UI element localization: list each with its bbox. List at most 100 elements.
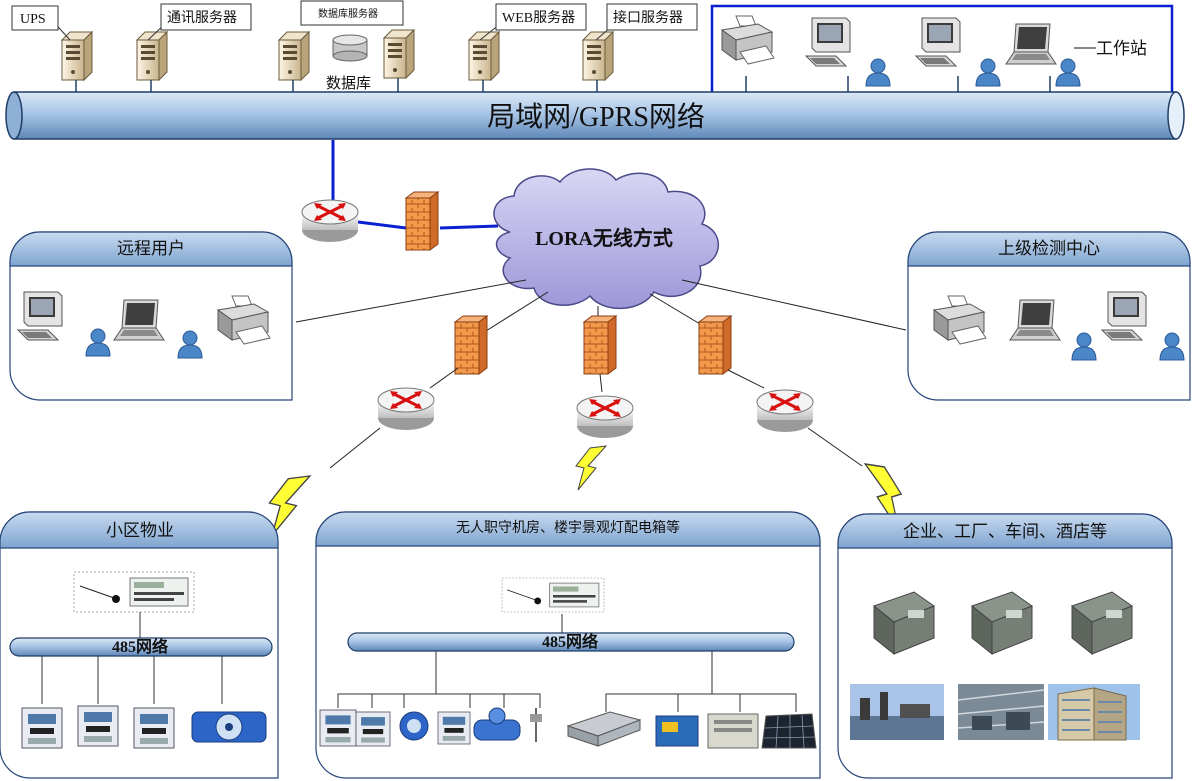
community-panel-header <box>0 511 279 549</box>
workstation-desktop-2-icon[interactable] <box>915 17 961 67</box>
workstation-group: 工作站 <box>710 4 1174 92</box>
firewall-mid-icon[interactable] <box>583 315 617 375</box>
comm-label-box <box>160 3 252 31</box>
community-water-meter-icon[interactable] <box>191 711 267 743</box>
router-right-icon[interactable] <box>755 388 815 434</box>
web-server-label: WEB服务器 <box>502 10 575 26</box>
cloud-to-remote-link <box>295 279 527 323</box>
unmanned-meter-2-icon[interactable] <box>355 711 391 747</box>
workstation-desktop-1-icon[interactable] <box>805 17 851 67</box>
firewall-left-icon[interactable] <box>454 315 488 375</box>
upper-center-panel: 上级检测中心 <box>907 231 1191 401</box>
workstation-person-1-icon <box>865 58 891 87</box>
unmanned-generator-icon[interactable] <box>655 715 699 747</box>
unmanned-gateway-icon[interactable] <box>501 577 605 613</box>
unmanned-water-meter-icon[interactable] <box>399 711 429 741</box>
backbone-pipe: 局域网/GPRS网络 <box>5 91 1185 140</box>
workstation-person-2-icon <box>975 58 1001 87</box>
db-server-right-icon[interactable] <box>383 29 415 79</box>
cloud-label: LORA无线方式 <box>535 226 673 250</box>
remote-panel-header <box>9 231 293 267</box>
unmanned-meter-3-icon[interactable] <box>437 711 471 745</box>
unmanned-panel-title: 无人职守机房、楼宇景观灯配电箱等 <box>456 519 680 536</box>
server-row: UPS 通讯服务器 数据库服务器 数据库 WEB服务器 接口服务器 <box>11 0 698 92</box>
unmanned-bus-label: 485网络 <box>542 632 598 651</box>
enterprise-panel: 企业、工厂、车间、酒店等 <box>837 513 1173 779</box>
unmanned-meter-1-icon[interactable] <box>319 709 357 747</box>
community-bus: 485网络 <box>9 637 273 657</box>
firewall-to-cloud-link <box>439 224 499 230</box>
unmanned-bus: 485网络 <box>347 632 795 652</box>
ups-label: UPS <box>20 12 46 27</box>
db-server-left-icon[interactable] <box>278 31 310 81</box>
router-to-firewall-link <box>357 220 407 230</box>
database-label: 数据库 <box>326 75 371 92</box>
workstation-printer-icon[interactable] <box>721 15 775 65</box>
enterprise-hotel-photo <box>1048 684 1140 741</box>
enterprise-panel-title: 企业、工厂、车间、酒店等 <box>903 522 1107 541</box>
web-label-box <box>495 3 587 31</box>
upper-panel-title: 上级检测中心 <box>998 239 1100 258</box>
unmanned-flowmeter-icon[interactable] <box>473 707 521 741</box>
ups-server-icon[interactable] <box>61 31 93 81</box>
unmanned-solar-panel-icon[interactable] <box>761 713 817 749</box>
upper-panel-header <box>907 231 1191 267</box>
community-bus-label: 485网络 <box>112 637 168 656</box>
remote-user-panel: 远程用户 <box>9 231 293 401</box>
iface-server-label: 接口服务器 <box>613 9 683 26</box>
cloud-to-fw-left <box>477 291 549 337</box>
enterprise-factory-photo <box>957 684 1045 740</box>
iface-server-icon[interactable] <box>582 31 614 81</box>
fw-right-to-router <box>727 369 765 389</box>
router-left-downlink <box>329 427 381 469</box>
workstation-drop-lines <box>745 76 1051 92</box>
distribution-layer <box>268 291 902 537</box>
enterprise-meter-3-icon[interactable] <box>1070 591 1134 656</box>
core-network: LORA无线方式 <box>300 140 720 309</box>
unmanned-cabinet-icon[interactable] <box>707 713 759 749</box>
comm-server-icon[interactable] <box>136 31 168 81</box>
core-firewall-icon[interactable] <box>405 191 439 251</box>
unmanned-panel-header <box>315 511 821 547</box>
router-right-downlink <box>807 427 863 467</box>
comm-server-label: 通讯服务器 <box>167 10 237 26</box>
unmanned-drop-lines <box>337 651 797 712</box>
router-left-icon[interactable] <box>376 386 436 432</box>
db-server-label: 数据库服务器 <box>318 7 378 20</box>
enterprise-meter-2-icon[interactable] <box>970 591 1034 656</box>
workstation-person-3-icon <box>1055 58 1081 87</box>
ups-label-box <box>11 5 59 31</box>
core-router-icon[interactable] <box>300 198 360 244</box>
community-gas-meter-icon[interactable] <box>133 707 175 749</box>
community-gateway-icon[interactable] <box>73 571 195 613</box>
community-panel: 小区物业 485网络 <box>0 511 279 779</box>
db-server-label-box <box>300 0 404 26</box>
lightning-mid-icon <box>575 445 607 491</box>
enterprise-meter-1-icon[interactable] <box>872 591 936 656</box>
router-mid-icon[interactable] <box>575 394 635 440</box>
fw-left-to-router <box>429 367 459 389</box>
unmanned-fan-coil-icon[interactable] <box>566 711 642 747</box>
community-electric-meter-icon[interactable] <box>77 705 119 747</box>
workstation-laptop-icon[interactable] <box>1005 23 1057 65</box>
community-drop-lines <box>41 656 223 704</box>
community-breaker-icon[interactable] <box>21 707 63 749</box>
enterprise-power-plant-photo <box>850 684 944 740</box>
unmanned-panel: 无人职守机房、楼宇景观灯配电箱等 485网络 <box>315 511 821 779</box>
firewall-right-icon[interactable] <box>698 315 732 375</box>
lora-cloud-shape[interactable] <box>493 168 720 309</box>
workstation-blue-bracket <box>710 4 1174 92</box>
web-server-icon[interactable] <box>468 31 500 81</box>
unmanned-sensor-icon[interactable] <box>530 708 542 742</box>
remote-panel-title: 远程用户 <box>117 239 185 258</box>
server-drop-lines <box>75 78 598 92</box>
community-panel-title: 小区物业 <box>106 521 174 540</box>
cloud-to-upper-link <box>681 279 907 331</box>
database-icon[interactable] <box>332 34 368 62</box>
enterprise-panel-header <box>837 513 1173 549</box>
lightning-left-icon <box>268 475 311 537</box>
backbone-label: 局域网/GPRS网络 <box>487 101 705 133</box>
iface-label-box <box>606 3 698 31</box>
